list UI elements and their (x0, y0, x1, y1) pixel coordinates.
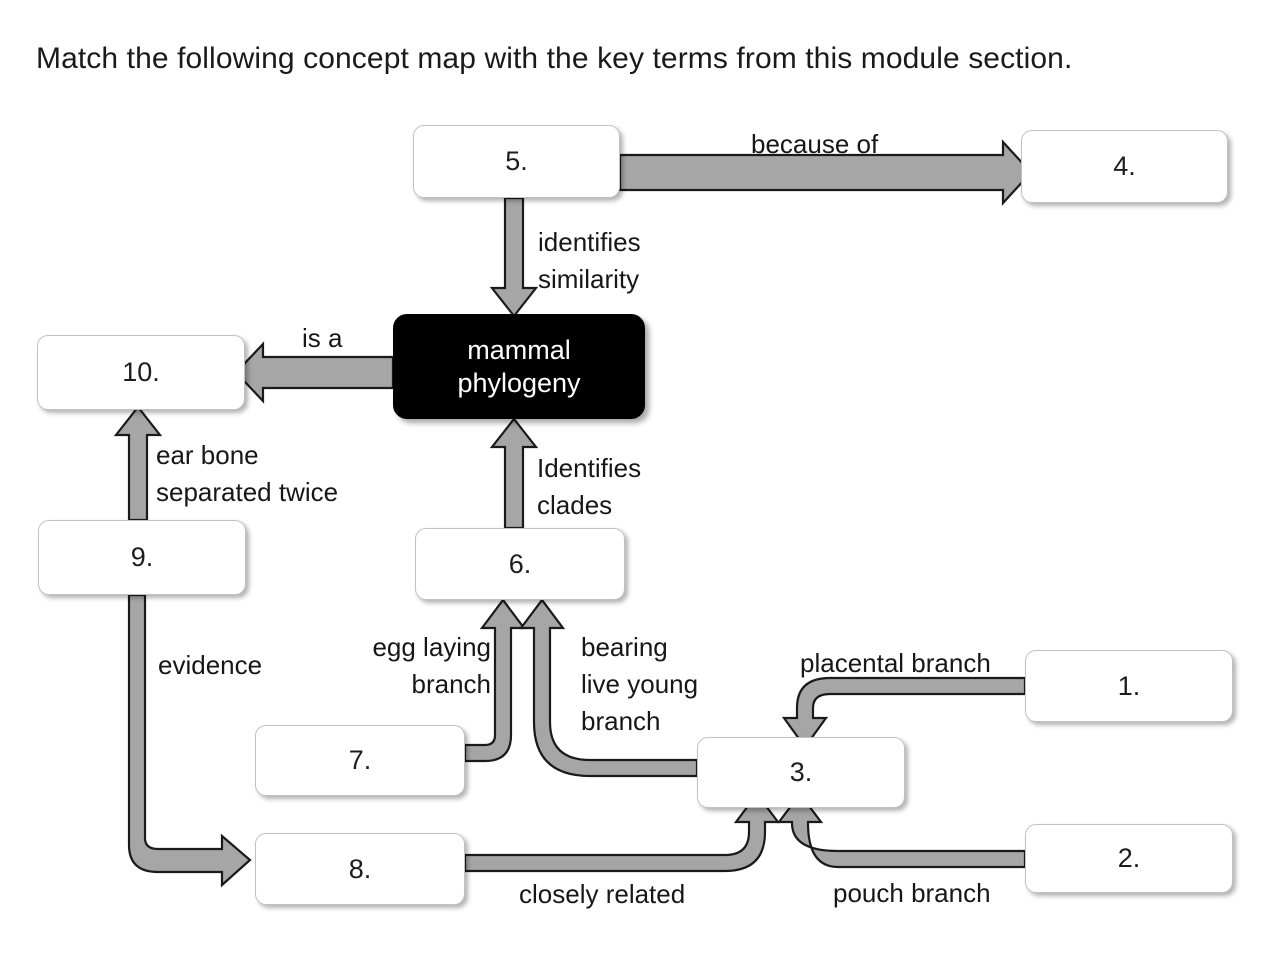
edge-label-closely-related: closely related (519, 876, 685, 913)
edge-label-identifies-similarity-line1: identifies (538, 227, 641, 257)
node-8[interactable]: 8. (255, 833, 465, 905)
edge-label-identifies-similarity-line2: similarity (538, 263, 640, 294)
node-5-label: 5. (505, 146, 528, 176)
page-title: Match the following concept map with the… (36, 42, 1073, 75)
edge-ear-bone-arrow (113, 405, 163, 522)
node-9-label: 9. (130, 542, 154, 572)
node-10[interactable]: 10. (37, 335, 245, 410)
edge-label-pouch-branch-text: pouch branch (833, 878, 991, 908)
node-1[interactable]: 1. (1025, 650, 1233, 722)
edge-label-identifies-clades-line2: clades (537, 489, 613, 520)
node-8-label: 8. (348, 853, 372, 884)
edge-label-identifies-clades: Identifies clades (537, 450, 641, 524)
node-9[interactable]: 9. (38, 520, 246, 595)
edge-label-bearing-line1: bearing (581, 632, 668, 662)
node-2[interactable]: 2. (1025, 824, 1233, 893)
edge-label-placental-branch: placental branch (800, 645, 991, 682)
edge-label-evidence-text: evidence (158, 650, 263, 680)
edge-label-identifies-similarity: identifies similarity (538, 224, 641, 298)
edge-label-is-a: is a (302, 320, 342, 357)
node-5[interactable]: 5. (413, 125, 620, 198)
node-4[interactable]: 4. (1021, 130, 1228, 203)
edge-label-pouch-branch: pouch branch (833, 875, 991, 912)
edge-label-bearing-live-young-branch: bearing live young branch (581, 629, 698, 740)
edge-label-ear-bone-separated-twice: ear bone separated twice (156, 437, 338, 511)
edge-label-closely-related-text: closely related (519, 879, 686, 909)
edge-label-egg-laying-line2: branch (411, 668, 492, 699)
node-7[interactable]: 7. (255, 725, 465, 796)
edge-label-because-of: because of (751, 126, 878, 163)
center-node-line-2: phylogeny (457, 367, 581, 398)
edge-label-placental-branch-text: placental branch (800, 648, 991, 678)
node-6[interactable]: 6. (415, 528, 625, 600)
edge-label-egg-laying-line1: egg laying (372, 632, 491, 662)
edge-label-ear-bone-line2: separated twice (156, 476, 339, 507)
node-3-label: 3. (789, 757, 813, 787)
edge-label-bearing-line2: live young (581, 668, 699, 699)
edge-identifies-similarity-arrow (489, 196, 539, 318)
center-node-line-1: mammal (467, 334, 571, 365)
edge-evidence-arrow (127, 593, 252, 888)
node-10-label: 10. (122, 357, 160, 387)
edge-label-evidence: evidence (158, 647, 262, 684)
node-4-label: 4. (1113, 151, 1136, 181)
edge-label-because-of-text: because of (751, 129, 879, 159)
edge-label-bearing-line3: branch (581, 705, 661, 736)
node-2-label: 2. (1117, 843, 1141, 873)
node-1-label: 1. (1117, 670, 1141, 701)
node-3[interactable]: 3. (697, 737, 905, 808)
edge-label-ear-bone-line1: ear bone (156, 440, 259, 470)
edge-label-identifies-clades-line1: Identifies (537, 453, 642, 483)
edge-identifies-clades-arrow (489, 417, 539, 530)
node-7-label: 7. (348, 745, 372, 775)
node-mammal-phylogeny[interactable]: mammal phylogeny (393, 314, 645, 419)
edge-label-egg-laying-branch: egg laying branch (361, 629, 491, 703)
edge-label-is-a-text: is a (302, 323, 343, 353)
node-6-label: 6. (508, 548, 532, 579)
